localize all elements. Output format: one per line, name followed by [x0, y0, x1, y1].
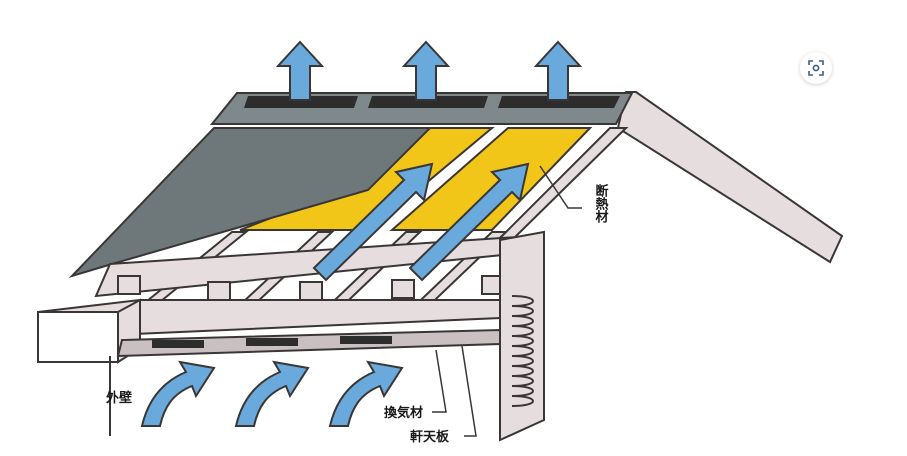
- airflow-arrow-up-3: [533, 40, 583, 101]
- soffit-label: 軒天板: [410, 429, 450, 445]
- lens-search-button[interactable]: [800, 52, 832, 84]
- fascia-board: [37, 311, 119, 363]
- roof-slate-panel: [68, 127, 433, 279]
- leader-line-soffit: [461, 345, 477, 437]
- gable-roof-edge: [616, 91, 844, 264]
- leader-line-insulation: [539, 165, 582, 209]
- leader-line-vent-material: [432, 349, 447, 413]
- airflow-arrow-curved-2: [234, 360, 310, 427]
- airflow-arrow-curved-3: [328, 360, 404, 427]
- airflow-arrow-up-1: [275, 40, 325, 101]
- airflow-arrow-curved-1: [140, 360, 216, 427]
- exterior-wall-label: 外壁: [105, 390, 132, 406]
- joist-block-1: [117, 275, 141, 295]
- joist-block-2: [207, 281, 231, 301]
- airflow-arrow-up-2: [401, 40, 451, 101]
- joist-block-4: [391, 279, 415, 299]
- vent-material-label: 換気材: [384, 405, 423, 421]
- insulation-strip-2: [389, 127, 593, 231]
- ridge-vent-slot-1: [244, 96, 358, 108]
- soffit-vent-slot-2: [246, 338, 298, 346]
- insulation-label: 断熱材: [593, 183, 609, 224]
- ridge-vent-slot-2: [368, 96, 488, 108]
- soffit-vent-slot-3: [340, 336, 392, 344]
- airflow-arrow-diagonal-1: [312, 162, 434, 282]
- ridge-vent-slot-3: [498, 96, 620, 108]
- lens-search-icon: [808, 60, 824, 76]
- joist-block-3: [299, 281, 323, 301]
- wall-insulation-coil: [511, 295, 534, 407]
- airflow-arrow-diagonal-2: [408, 162, 530, 282]
- soffit-vent-slot-1: [152, 340, 204, 348]
